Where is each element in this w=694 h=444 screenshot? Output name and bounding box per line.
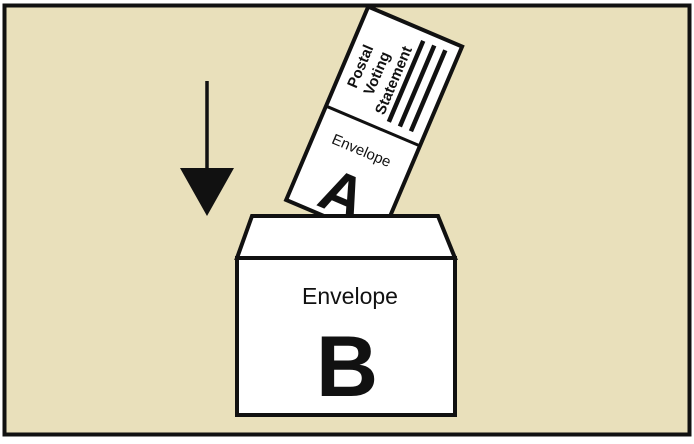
envelope-b: Envelope B [237, 216, 455, 415]
envelope-b-flap [237, 216, 455, 258]
envelope-b-letter: B [316, 319, 378, 415]
envelope-b-label: Envelope [302, 283, 398, 309]
